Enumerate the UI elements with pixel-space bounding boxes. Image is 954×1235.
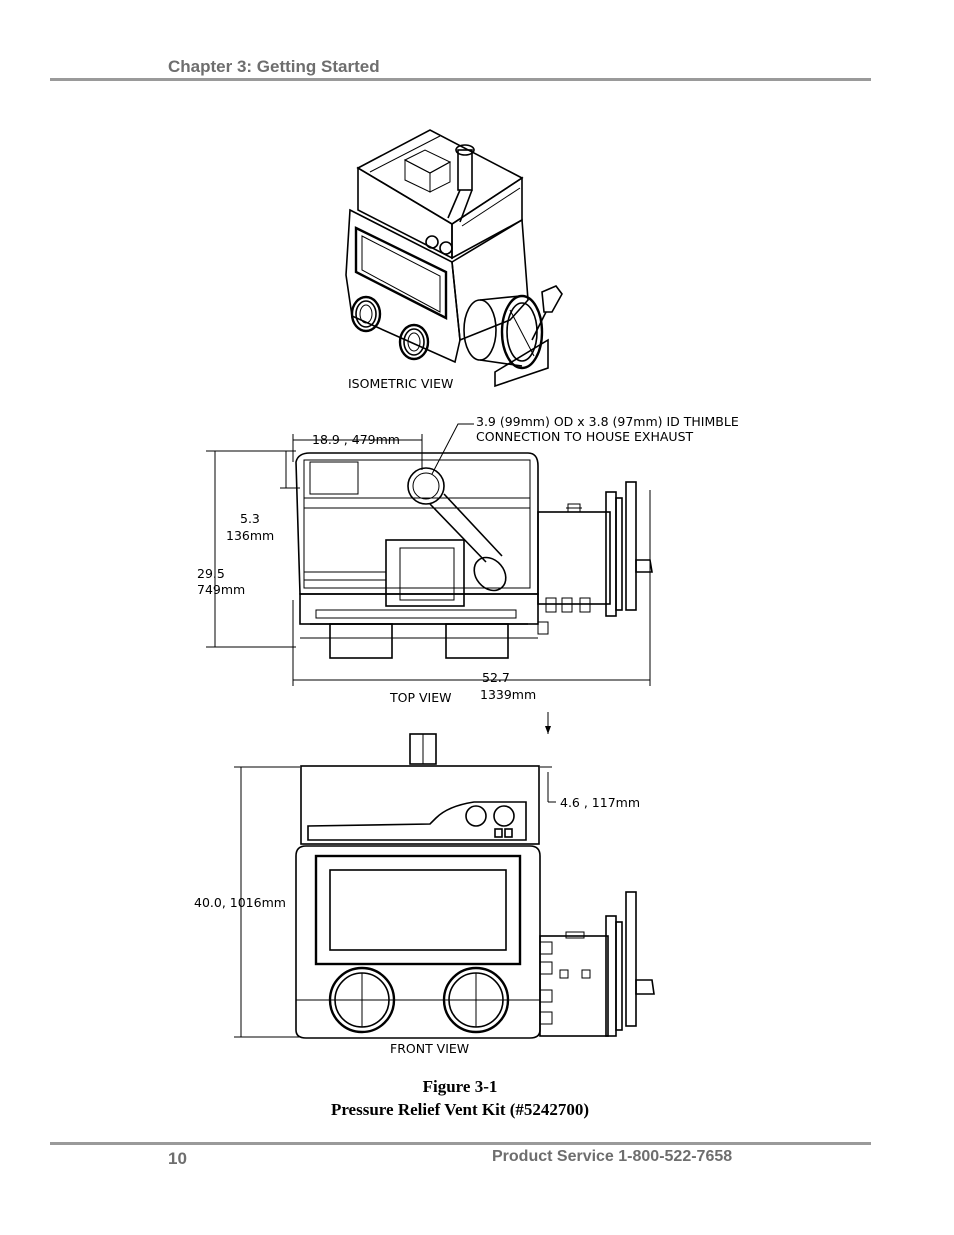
iso-main-side: [451, 218, 529, 342]
top-view-label: TOP VIEW: [389, 690, 451, 705]
iso-glove-port-left: [350, 295, 382, 333]
iso-glove-port-right: [398, 323, 430, 361]
dim-5-3-mm: 136mm: [226, 528, 274, 543]
footer-rule: [50, 1142, 871, 1145]
dim-52-7-in: 52.7: [482, 670, 510, 685]
dim-5-3-in: 5.3: [240, 511, 260, 526]
front-glove-port-right: [442, 966, 510, 1034]
figure-number: Figure 3-1: [422, 1077, 498, 1096]
iso-top-face: [356, 129, 524, 225]
isometric-view: ISOMETRIC VIEW: [345, 129, 563, 391]
dim-18-9: 18.9 , 479mm: [312, 432, 400, 447]
top-exhaust-thimble: [407, 467, 445, 505]
isometric-view-label: ISOMETRIC VIEW: [348, 376, 453, 391]
thimble-callout-line2: CONNECTION TO HOUSE EXHAUST: [476, 429, 694, 444]
front-window-frame: [314, 854, 522, 966]
top-front-panel: [299, 593, 539, 625]
header-rule: [50, 78, 871, 81]
front-window: [329, 869, 507, 951]
figure-title: Pressure Relief Vent Kit (#5242700): [330, 1100, 590, 1119]
dim-29-5-in: 29.5: [197, 566, 225, 581]
dim-40-0: 40.0, 1016mm: [194, 895, 286, 910]
top-cabinet-outer: [295, 452, 539, 595]
top-antechamber: [537, 511, 611, 605]
chapter-header: Chapter 3: Getting Started: [168, 57, 380, 76]
dim-29-5-mm: 749mm: [197, 582, 245, 597]
front-control-panel: [307, 801, 527, 841]
front-view: 40.0, 1016mm 4.6 , 117mm: [194, 712, 655, 1056]
page-number: 10: [168, 1149, 187, 1168]
front-glove-port-left: [328, 966, 396, 1034]
front-antechamber: [539, 935, 609, 1037]
product-service-phone: Product Service 1-800-522-7658: [492, 1148, 733, 1165]
iso-antechamber: [463, 285, 563, 388]
thimble-callout-line1: 3.9 (99mm) OD x 3.8 (97mm) ID THIMBLE: [476, 414, 739, 429]
top-view: 3.9 (99mm) OD x 3.8 (97mm) ID THIMBLE CO…: [197, 414, 739, 705]
front-upper-cabinet: [300, 765, 540, 845]
dim-4-6: 4.6 , 117mm: [560, 795, 640, 810]
front-view-label: FRONT VIEW: [390, 1041, 469, 1056]
thimble-leader: [431, 423, 474, 475]
dim-52-7-mm: 1339mm: [480, 687, 536, 702]
iso-window: [354, 226, 448, 320]
